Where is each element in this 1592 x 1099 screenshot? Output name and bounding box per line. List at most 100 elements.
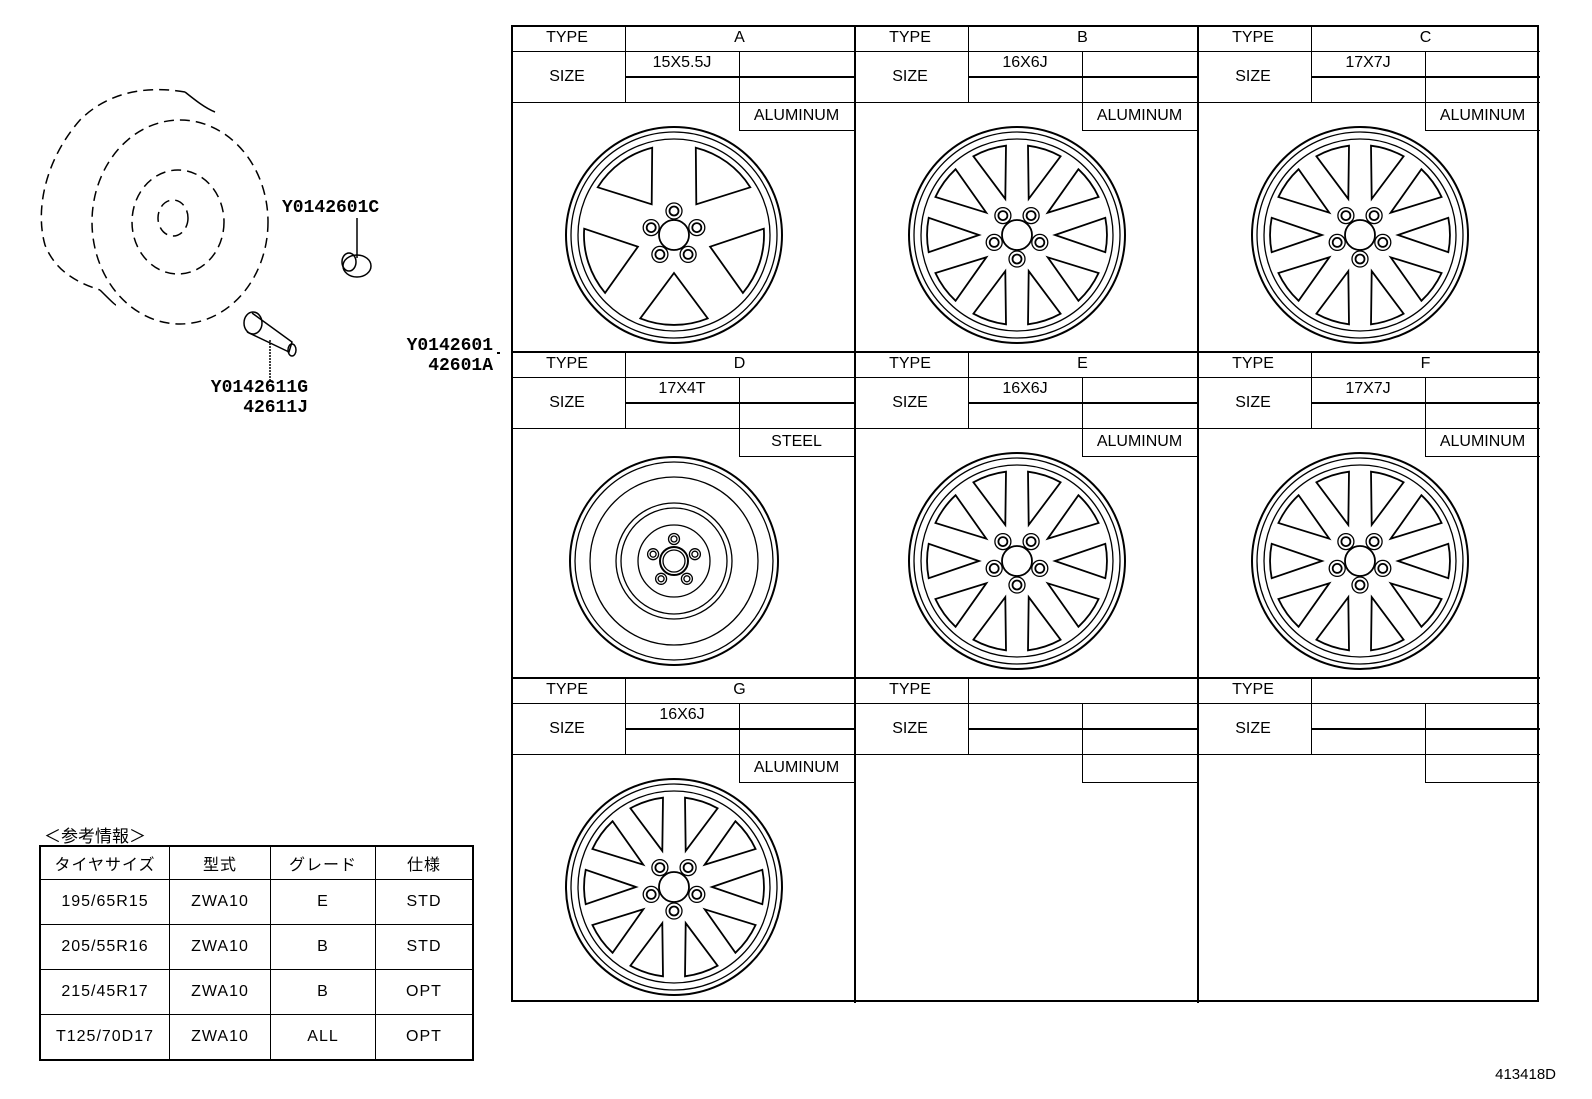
column-divider <box>854 351 856 677</box>
divider <box>968 677 969 754</box>
model-cell: ZWA10 <box>169 924 271 970</box>
divider <box>625 677 626 754</box>
size-label: SIZE <box>892 394 928 411</box>
tire-size-cell: 205/55R16 <box>39 924 170 970</box>
type-label: TYPE <box>1232 355 1274 372</box>
divider <box>968 25 969 102</box>
divider <box>511 377 854 378</box>
divider <box>1425 428 1426 456</box>
divider <box>511 754 854 755</box>
divider <box>1311 25 1312 102</box>
row-divider <box>854 677 1197 679</box>
table-row: 195/65R15 ZWA10 E STD <box>39 879 474 925</box>
size-value: 16X6J <box>1002 54 1048 71</box>
divider <box>1425 703 1426 754</box>
divider <box>739 102 740 130</box>
size-value: 17X7J <box>1345 54 1391 71</box>
size-value: 17X4T <box>658 380 706 397</box>
divider <box>854 754 1197 755</box>
divider <box>1082 754 1083 782</box>
divider <box>968 351 969 428</box>
tire-outline-icon <box>40 88 269 325</box>
divider <box>625 25 626 102</box>
type-label: TYPE <box>546 355 588 372</box>
type-label: TYPE <box>1232 29 1274 46</box>
type-value: G <box>733 681 746 698</box>
divider <box>1082 51 1083 102</box>
tire-size-cell: 215/45R17 <box>39 969 170 1015</box>
divider <box>739 377 740 428</box>
divider <box>1082 428 1083 456</box>
header-tire-size: タイヤサイズ <box>39 845 170 880</box>
spec-cell: OPT <box>375 1014 474 1061</box>
wheel-5-double-spoke-icon <box>1251 452 1469 670</box>
spec-cell: STD <box>375 879 474 925</box>
size-label: SIZE <box>549 720 585 737</box>
material-label: ALUMINUM <box>1439 433 1526 450</box>
type-value: A <box>734 29 745 46</box>
table-row: 215/45R17 ZWA10 B OPT <box>39 969 474 1015</box>
type-value: F <box>1420 355 1431 372</box>
divider <box>1197 51 1540 52</box>
divider <box>511 102 854 103</box>
divider <box>1197 377 1540 378</box>
divider <box>1425 377 1426 428</box>
reference-header-row: タイヤサイズ 型式 グレード 仕様 <box>39 845 474 880</box>
reference-table: タイヤサイズ 型式 グレード 仕様 195/65R15 ZWA10 E STD … <box>39 845 474 1061</box>
column-divider <box>1197 351 1199 677</box>
material-label: ALUMINUM <box>1096 433 1183 450</box>
column-divider <box>1197 25 1199 351</box>
divider <box>1425 782 1540 783</box>
divider <box>1425 102 1426 130</box>
column-divider <box>854 25 856 351</box>
divider <box>1197 102 1540 103</box>
divider <box>739 754 740 782</box>
divider <box>1197 428 1540 429</box>
row-divider <box>511 351 854 353</box>
divider <box>739 130 854 131</box>
wheel-10-split-spoke-icon <box>1251 126 1469 344</box>
header-grade: グレード <box>270 845 376 880</box>
divider <box>1197 703 1540 704</box>
type-label: TYPE <box>889 355 931 372</box>
divider <box>1311 677 1312 754</box>
spec-cell: OPT <box>375 969 474 1015</box>
column-divider <box>1197 677 1199 1003</box>
model-cell: ZWA10 <box>169 879 271 925</box>
row-divider <box>854 351 1197 353</box>
callout-wheel-2: 42601A <box>428 356 493 376</box>
material-label: STEEL <box>771 433 822 450</box>
divider <box>854 377 1197 378</box>
callout-valve-stem-2: 42611J <box>243 398 308 418</box>
divider <box>854 102 1197 103</box>
divider <box>854 428 1197 429</box>
type-label: TYPE <box>889 29 931 46</box>
divider <box>1082 377 1083 428</box>
callout-wheel-1: Y0142601 <box>406 336 493 356</box>
header-model: 型式 <box>169 845 271 880</box>
size-label: SIZE <box>549 68 585 85</box>
callout-valve-stem-1: Y0142611G <box>210 378 308 398</box>
divider <box>511 51 854 52</box>
material-label: ALUMINUM <box>1439 107 1526 124</box>
wheel-5-spoke-icon <box>565 126 783 344</box>
tire-size-cell: 195/65R15 <box>39 879 170 925</box>
size-label: SIZE <box>549 394 585 411</box>
divider <box>1082 130 1197 131</box>
grade-cell: B <box>270 969 376 1015</box>
size-label: SIZE <box>1235 720 1271 737</box>
table-row: T125/70D17 ZWA10 ALL OPT <box>39 1014 474 1061</box>
reference-title: ＜参考情報＞ <box>44 827 146 847</box>
size-label: SIZE <box>892 68 928 85</box>
type-value: E <box>1077 355 1088 372</box>
divider <box>1082 102 1083 130</box>
callout-lug-nut: Y0142601C <box>282 198 380 218</box>
grade-cell: E <box>270 879 376 925</box>
column-divider <box>854 677 856 1003</box>
size-value: 16X6J <box>1002 380 1048 397</box>
material-label: ALUMINUM <box>1096 107 1183 124</box>
divider <box>1425 754 1426 782</box>
divider <box>1425 456 1540 457</box>
divider <box>739 782 854 783</box>
grade-cell: B <box>270 924 376 970</box>
